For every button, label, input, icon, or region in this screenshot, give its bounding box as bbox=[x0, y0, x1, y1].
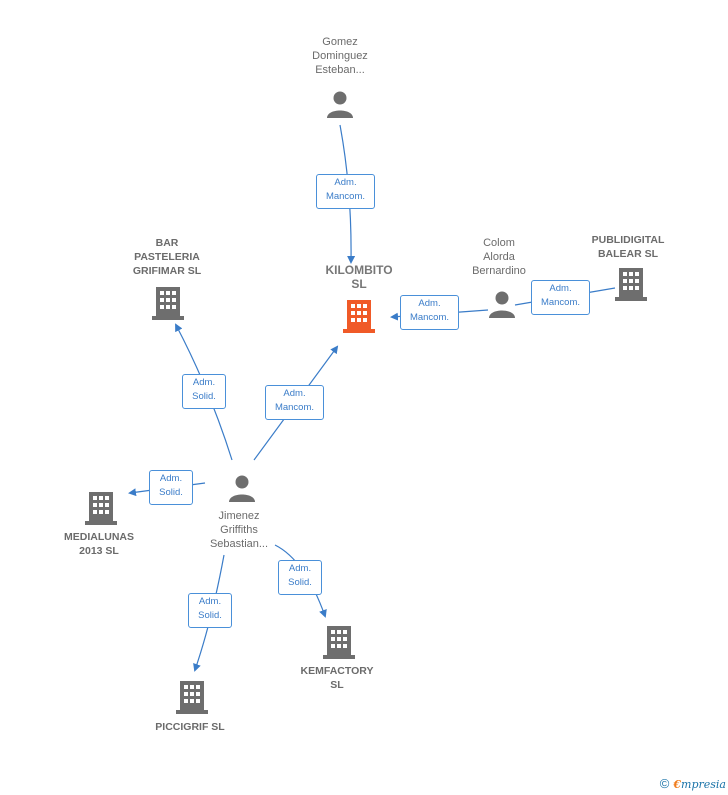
building-icon bbox=[323, 626, 355, 659]
node-label-bar[interactable]: BAR PASTELERIA GRIFIMAR SL bbox=[132, 237, 202, 277]
edge-label-jimenez-piccigrif: Adm. Solid. bbox=[188, 593, 232, 628]
building-icon bbox=[152, 287, 184, 320]
edge-label-jimenez-medialunas: Adm. Solid. bbox=[149, 470, 193, 505]
node-label-kilombito[interactable]: KILOMBITO SL bbox=[325, 263, 393, 291]
edge-label-jimenez-kilombito: Adm. Mancom. bbox=[265, 385, 324, 420]
person-icon bbox=[327, 91, 353, 118]
brand-logo-initial: € bbox=[673, 778, 682, 791]
building-icon bbox=[85, 492, 117, 525]
node-label-publidigital[interactable]: PUBLIDIGITAL BALEAR SL bbox=[591, 234, 665, 260]
edge-label-colom-publidigital: Adm. Mancom. bbox=[531, 280, 590, 315]
node-label-piccigrif[interactable]: PICCIGRIF SL bbox=[155, 721, 225, 733]
brand-name: mpresia bbox=[681, 778, 726, 791]
footer-brand: ©€mpresia bbox=[660, 776, 726, 791]
node-label-colom[interactable]: Colom Alorda Bernardino bbox=[472, 237, 526, 277]
building-icon bbox=[176, 681, 208, 714]
building-icon-highlight bbox=[343, 300, 375, 333]
person-icon bbox=[489, 291, 515, 318]
edge-label-gomez-kilombito: Adm. Mancom. bbox=[316, 174, 375, 209]
node-label-kemfactory[interactable]: KEMFACTORY SL bbox=[300, 665, 374, 691]
node-label-jimenez[interactable]: Jimenez Griffiths Sebastian... bbox=[209, 510, 269, 550]
node-label-gomez[interactable]: Gomez Dominguez Esteban... bbox=[312, 36, 368, 76]
edge-label-jimenez-bar: Adm. Solid. bbox=[182, 374, 226, 409]
building-icon bbox=[615, 268, 647, 301]
edge-label-jimenez-kemfactory: Adm. Solid. bbox=[278, 560, 322, 595]
node-label-medialunas[interactable]: MEDIALUNAS 2013 SL bbox=[64, 531, 134, 557]
edge-label-colom-kilombito: Adm. Mancom. bbox=[400, 295, 459, 330]
person-icon bbox=[229, 475, 255, 502]
copyright-symbol: © bbox=[659, 776, 670, 791]
